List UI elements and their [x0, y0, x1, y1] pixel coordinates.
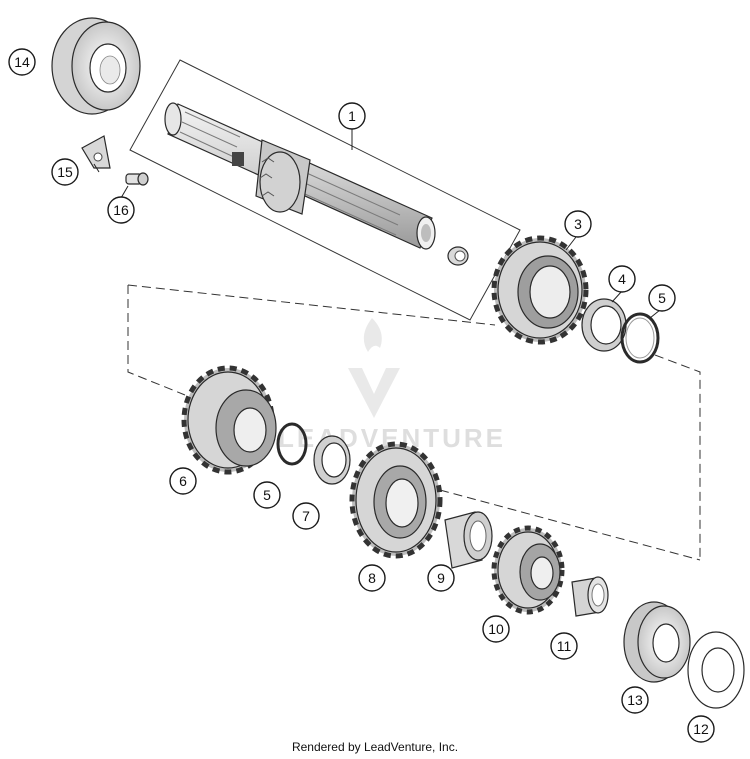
callout-9-label: 9	[437, 570, 445, 586]
callout-11-label: 11	[557, 638, 572, 654]
callout-16: 16	[107, 196, 135, 224]
callout-3-label: 3	[574, 216, 582, 232]
callout-9: 9	[427, 564, 455, 592]
callout-10: 10	[482, 615, 510, 643]
group-outline-left	[127, 285, 186, 396]
callout-14: 14	[8, 48, 36, 76]
part-pin-16	[125, 172, 149, 186]
callout-12: 12	[687, 715, 715, 743]
callout-7: 7	[292, 502, 320, 530]
group-outline-top	[127, 284, 496, 326]
callout-14-label: 14	[14, 54, 30, 70]
part-washer-4	[581, 298, 627, 352]
part-gear-6	[181, 365, 277, 475]
part-bearing-13	[623, 601, 691, 683]
callout-11: 11	[550, 632, 578, 660]
callout-13-label: 13	[627, 692, 643, 708]
callout-8: 8	[358, 564, 386, 592]
part-bushing-11	[571, 576, 609, 617]
callout-12-label: 12	[693, 721, 709, 737]
part-main-shaft-1	[164, 102, 469, 266]
leader-lines	[93, 129, 661, 319]
callout-6: 6	[169, 467, 197, 495]
callout-6-label: 6	[179, 473, 187, 489]
part-gear-8	[349, 441, 443, 559]
callout-4-label: 4	[618, 271, 626, 287]
callout-10-label: 10	[488, 621, 504, 637]
group-outline-right	[654, 354, 701, 560]
part-washer-7	[313, 435, 351, 485]
part-shim-12	[687, 631, 745, 709]
callout-1-label: 1	[348, 108, 356, 124]
callout-15: 15	[51, 158, 79, 186]
callout-15-label: 15	[57, 164, 73, 180]
callout-1: 1	[338, 102, 366, 130]
part-bearing-14	[51, 17, 141, 115]
callout-5-lower-label: 5	[263, 487, 271, 503]
callout-7-label: 7	[302, 508, 310, 524]
part-bracket-15	[81, 135, 111, 169]
watermark: LEADVENTURE	[278, 318, 503, 453]
callout-5-top: 5	[648, 284, 676, 312]
callout-4: 4	[608, 265, 636, 293]
group-outline-bottom	[439, 489, 701, 561]
shaft-frame	[129, 59, 521, 321]
part-gear-3	[491, 235, 589, 345]
part-circlip-5-top	[620, 312, 660, 364]
callout-5-lower: 5	[253, 481, 281, 509]
part-circlip-5-lower	[276, 422, 308, 466]
callout-5-top-label: 5	[658, 290, 666, 306]
footer-credit: Rendered by LeadVenture, Inc.	[291, 740, 459, 754]
callout-3: 3	[564, 210, 592, 238]
callout-13: 13	[621, 686, 649, 714]
callout-16-label: 16	[113, 202, 129, 218]
part-gear-10	[491, 525, 565, 615]
callout-8-label: 8	[368, 570, 376, 586]
part-needle-bearing-9	[444, 511, 493, 569]
